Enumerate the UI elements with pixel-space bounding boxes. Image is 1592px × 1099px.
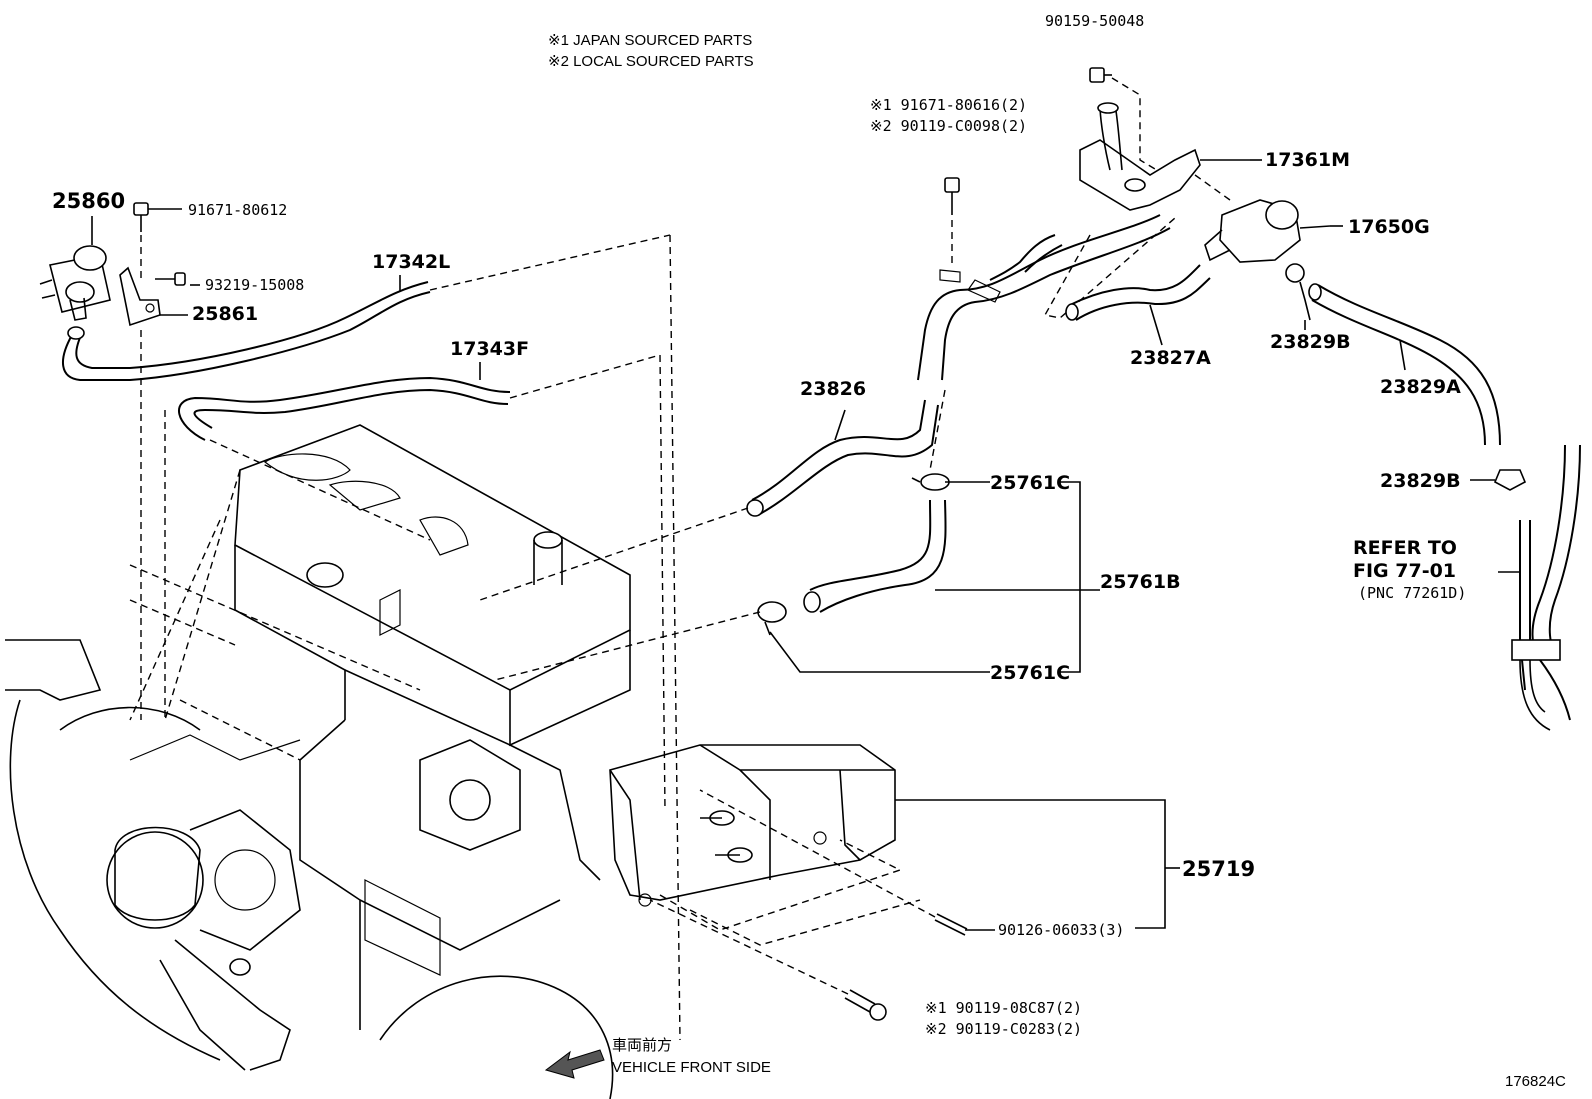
label-refer-pnc: (PNC 77261D) — [1358, 584, 1466, 602]
label-25761B: 25761B — [1100, 571, 1181, 593]
label-17361M: 17361M — [1265, 149, 1350, 171]
label-93219-15008: 93219-15008 — [205, 276, 304, 294]
bolt-90126-06033 — [699, 789, 968, 936]
label-23829A: 23829A — [1380, 376, 1461, 398]
label-23829B-bottom: 23829B — [1380, 470, 1461, 492]
hose-23827A — [1069, 264, 1201, 306]
bracket-25861 — [119, 266, 161, 327]
label-17342L: 17342L — [372, 251, 450, 273]
engine-block — [5, 424, 631, 1099]
label-refer-fig: FIG 77-01 — [1353, 560, 1456, 582]
label-90159-50048: 90159-50048 — [1045, 12, 1144, 30]
clamp-23829B-top — [1285, 263, 1311, 321]
front-label-en: VEHICLE FRONT SIDE — [612, 1059, 771, 1076]
charcoal-canister-assembly — [609, 744, 921, 946]
hose-23826 — [751, 399, 926, 501]
label-25860: 25860 — [52, 189, 125, 213]
label-91671-80616: ※1 91671-80616(2) — [870, 96, 1027, 114]
hose-23829A — [1317, 284, 1501, 446]
bracket-17361M — [1079, 102, 1250, 211]
hose-17343F-inner — [193, 389, 509, 429]
valve-17650G — [1194, 174, 1331, 263]
label-90126-06033: 90126-06033(3) — [998, 921, 1124, 939]
label-17650G: 17650G — [1348, 216, 1430, 238]
label-91671-80612: 91671-80612 — [188, 201, 287, 219]
fuel-pipes-ref — [1511, 444, 1581, 731]
label-23827A: 23827A — [1130, 347, 1211, 369]
pipe-assembly-3 — [989, 234, 1056, 281]
hose-17343F — [178, 377, 511, 441]
vehicle-front-arrow-icon — [544, 1049, 605, 1079]
hose-17342L-end — [67, 326, 85, 340]
label-23826: 23826 — [800, 378, 866, 400]
hose-17342L — [61, 291, 431, 381]
note-japan-sourced: ※1 JAPAN SOURCED PARTS — [548, 32, 752, 49]
pipe-assembly-2 — [941, 227, 1171, 381]
label-17343F: 17343F — [450, 338, 529, 360]
bolt-90119-08C87 — [649, 899, 887, 1021]
label-25761C-top: 25761C — [990, 472, 1070, 494]
figure-id: 176824C — [1505, 1073, 1566, 1090]
bolt-91671-80612 — [133, 202, 149, 280]
label-90119-C0098: ※2 90119-C0098(2) — [870, 117, 1027, 135]
clamp-25761C-top — [911, 473, 950, 491]
clamp-23829B-bottom — [1470, 469, 1527, 491]
note-local-sourced: ※2 LOCAL SOURCED PARTS — [548, 53, 754, 70]
hose-25761B — [809, 499, 932, 591]
label-23829B-top: 23829B — [1270, 331, 1351, 353]
vsv-25860 — [39, 245, 111, 321]
label-25719: 25719 — [1182, 857, 1255, 881]
hose-17342L-inner — [75, 281, 429, 369]
bolt-91671-80616 — [944, 177, 960, 268]
bolt-90159-50048 — [1089, 67, 1166, 176]
bolt-93219-15008 — [155, 272, 186, 286]
label-25861: 25861 — [192, 303, 258, 325]
clamp-25761C-bottom — [757, 601, 787, 636]
leader-lines — [91, 159, 1520, 931]
label-refer-to: REFER TO — [1353, 537, 1457, 559]
label-90119-C0283: ※2 90119-C0283(2) — [925, 1020, 1082, 1038]
label-90119-08C87: ※1 90119-08C87(2) — [925, 999, 1082, 1017]
label-25761C-bottom: 25761C — [990, 662, 1070, 684]
front-label-jp: 車両前方 — [612, 1037, 672, 1054]
pipe-assembly — [917, 214, 1161, 381]
